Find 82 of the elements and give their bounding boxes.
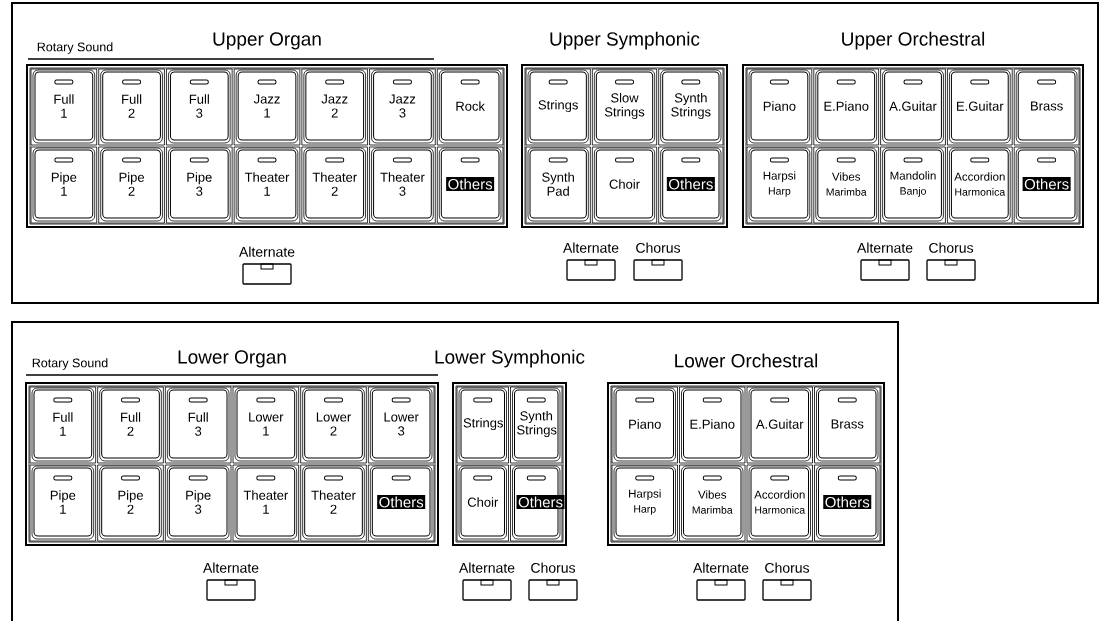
voice-button: Brass (1013, 68, 1080, 146)
voice-button: Pipe 2 (97, 464, 164, 542)
voice-button: Full 1 (29, 386, 97, 464)
voice-button: Lower 2 (300, 386, 367, 464)
small-button: Chorus (762, 562, 812, 601)
voice-button: Others (510, 464, 565, 542)
small-button: Alternate (693, 562, 749, 601)
voice-button: Jazz 1 (233, 68, 301, 146)
voice-button: Pipe 3 (166, 146, 233, 224)
panel-label: Rotary Sound (37, 42, 113, 54)
node-label: Lower Organ (178, 350, 286, 368)
voice-button: Choir (591, 146, 658, 224)
node-label: Upper Symphonic (550, 31, 700, 50)
voice-button: Accordion Harmonica (746, 464, 813, 542)
voice-button: Jazz 3 (369, 68, 436, 146)
voice-button: Theater 3 (369, 146, 436, 224)
voice-button: Pipe 1 (30, 146, 98, 224)
voice-button: Mandolin Banjo (880, 146, 946, 224)
node-label: Alternate (563, 242, 619, 253)
voice-button: Others (814, 464, 881, 542)
small-button: Alternate (203, 562, 259, 601)
node-label: Chorus (929, 242, 974, 253)
voice-button: Pipe 2 (98, 146, 165, 224)
voice-button: Harpsi Harp (746, 146, 813, 224)
voice-button: Slow Strings (591, 68, 658, 146)
voice-button: Pipe 1 (29, 464, 97, 542)
small-button: Chorus (926, 242, 976, 281)
voice-button: Theater 1 (232, 464, 300, 542)
voice-button: Synth Strings (658, 68, 724, 146)
voice-button: Others (367, 464, 435, 542)
voice-button: E.Piano (813, 68, 879, 146)
node-label: Lower Symphonic (435, 349, 585, 368)
small-button: Chorus (528, 562, 578, 601)
node-label: Chorus (765, 562, 810, 573)
voice-button: Piano (746, 68, 813, 146)
voice-button: Strings (456, 386, 509, 464)
node-label: Upper Organ (213, 32, 321, 50)
small-button: Chorus (633, 242, 683, 281)
node-label: Upper Orchestral (842, 31, 985, 50)
voice-button: Pipe 3 (164, 464, 232, 542)
small-button: Alternate (857, 242, 913, 281)
voice-button: Theater 2 (301, 146, 368, 224)
voice-button: Full 3 (166, 68, 233, 146)
voice-button: Harpsi Harp (611, 464, 678, 542)
voice-button: Lower 3 (367, 386, 435, 464)
voice-button: A.Guitar (880, 68, 946, 146)
voice-button: Full 2 (97, 386, 164, 464)
node-label: Chorus (531, 562, 576, 573)
node-label: Lower Orchestral (675, 353, 818, 368)
node-label: Alternate (693, 562, 749, 573)
node-label: Alternate (857, 242, 913, 253)
voice-button: Theater 1 (233, 146, 301, 224)
panel-label: Rotary Sound (32, 358, 108, 370)
node-label: Alternate (459, 562, 515, 573)
small-button: Alternate (459, 562, 515, 601)
node-label: Alternate (239, 246, 295, 257)
voice-button: Others (1013, 146, 1080, 224)
voice-button: Vibes Marimba (679, 464, 746, 542)
voice-button: Theater 2 (300, 464, 367, 542)
node-label: Alternate (203, 562, 259, 573)
voice-button: E.Piano (679, 386, 746, 464)
voice-button: Synth Pad (525, 146, 591, 224)
voice-button: Accordion Harmonica (947, 146, 1013, 224)
voice-button: Jazz 2 (301, 68, 368, 146)
voice-button: Synth Strings (510, 386, 563, 464)
voice-button: Full 1 (30, 68, 98, 146)
small-button: Alternate (563, 242, 619, 281)
voice-button: E.Guitar (947, 68, 1013, 146)
voice-button: Rock (436, 68, 504, 146)
small-button: Alternate (239, 246, 295, 285)
voice-button: Full 3 (164, 386, 232, 464)
voice-button: Brass (814, 386, 881, 464)
voice-button: Choir (456, 464, 509, 542)
voice-button: Strings (525, 68, 591, 146)
voice-button: Others (436, 146, 504, 224)
voice-button: Others (658, 146, 724, 224)
voice-button: Full 2 (98, 68, 165, 146)
voice-button: Piano (611, 386, 678, 464)
voice-button: Vibes Marimba (813, 146, 879, 224)
voice-button: Lower 1 (232, 386, 300, 464)
voice-button: A.Guitar (746, 386, 813, 464)
node-label: Chorus (636, 242, 681, 253)
